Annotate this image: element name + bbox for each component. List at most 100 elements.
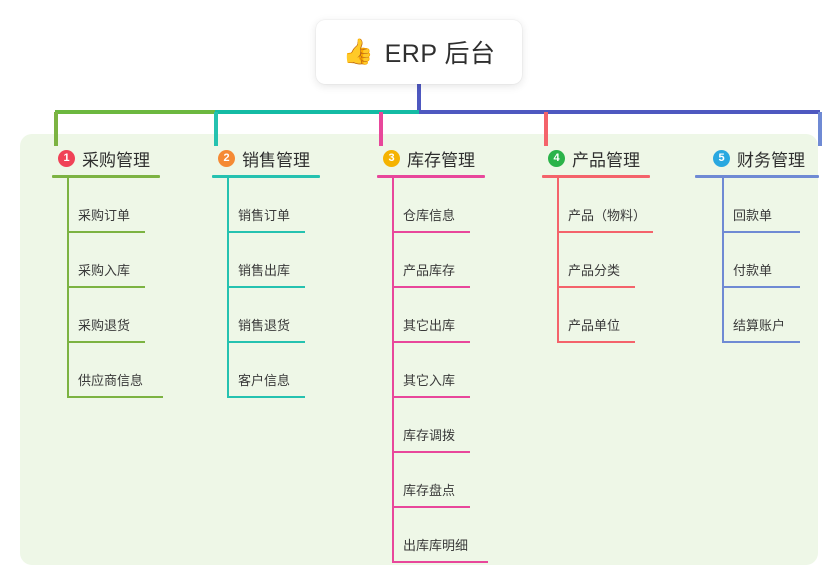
tree-node[interactable]: 库存调拨 (365, 398, 515, 453)
tree-node[interactable]: 产品（物料） (530, 178, 680, 233)
column-spine (67, 178, 69, 398)
branch-drop-5 (818, 112, 822, 146)
tree-node[interactable]: 结算账户 (695, 288, 835, 343)
column-underline (542, 175, 650, 178)
tree-node-label: 产品单位 (568, 318, 621, 333)
tree-node-label: 供应商信息 (78, 373, 144, 388)
column-items: 采购订单采购入库采购退货供应商信息 (40, 178, 190, 398)
page-title: ERP 后台 (384, 40, 496, 68)
tree-node-underline (392, 506, 470, 508)
tree-node-underline (67, 396, 163, 398)
tree-node-underline (67, 231, 145, 233)
tree-node[interactable]: 仓库信息 (365, 178, 515, 233)
tree-node-label: 回款单 (733, 208, 773, 223)
tree-node-label: 库存调拨 (403, 428, 456, 443)
column-title: 财务管理 (737, 150, 805, 170)
tree-node-underline (67, 341, 145, 343)
column-number-badge: 2 (218, 149, 235, 167)
diagram-panel (20, 134, 818, 565)
branch-drop-1 (54, 112, 58, 146)
column-spine (392, 178, 394, 563)
tree-node[interactable]: 销售出库 (200, 233, 350, 288)
tree-node-label: 出库库明细 (403, 538, 469, 553)
tree-node-underline (392, 561, 488, 563)
tree-node-label: 产品（物料） (568, 208, 647, 223)
tree-node-label: 产品分类 (568, 263, 621, 278)
trunk-bar-left (55, 110, 215, 114)
column-5: 5 财务管理回款单付款单结算账户 (695, 146, 835, 343)
tree-node-underline (227, 396, 305, 398)
tree-node[interactable]: 客户信息 (200, 343, 350, 398)
root-title-card: 👍 ERP 后台 (316, 20, 522, 84)
branch-drop-3 (379, 112, 383, 146)
tree-node-label: 付款单 (733, 263, 773, 278)
tree-node[interactable]: 销售订单 (200, 178, 350, 233)
tree-node-underline (392, 396, 470, 398)
branch-drop-4 (544, 112, 548, 146)
tree-node[interactable]: 出库库明细 (365, 508, 515, 563)
tree-node-label: 其它入库 (403, 373, 456, 388)
tree-node-underline (557, 286, 635, 288)
tree-node-underline (392, 231, 470, 233)
tree-node[interactable]: 采购入库 (40, 233, 190, 288)
tree-node[interactable]: 回款单 (695, 178, 835, 233)
tree-node[interactable]: 其它出库 (365, 288, 515, 343)
thumbs-up-icon: 👍 (342, 37, 374, 66)
column-title: 产品管理 (572, 150, 640, 170)
tree-node[interactable]: 产品分类 (530, 233, 680, 288)
column-header-1[interactable]: 1 采购管理 (40, 146, 190, 170)
root-stem-connector (417, 82, 421, 111)
tree-node-label: 销售出库 (238, 263, 291, 278)
tree-node-label: 仓库信息 (403, 208, 456, 223)
tree-node-underline (227, 341, 305, 343)
column-items: 回款单付款单结算账户 (695, 178, 835, 343)
tree-node-label: 采购入库 (78, 263, 131, 278)
tree-node-label: 采购订单 (78, 208, 131, 223)
column-title: 采购管理 (82, 150, 150, 170)
column-header-4[interactable]: 4 产品管理 (530, 146, 680, 170)
column-spine (227, 178, 229, 398)
column-number-badge: 4 (548, 149, 565, 167)
tree-node[interactable]: 付款单 (695, 233, 835, 288)
tree-node-label: 库存盘点 (403, 483, 456, 498)
tree-node-label: 采购退货 (78, 318, 131, 333)
tree-node[interactable]: 采购订单 (40, 178, 190, 233)
column-number-badge: 3 (383, 149, 400, 167)
tree-node-underline (557, 341, 635, 343)
column-underline (212, 175, 320, 178)
tree-node-underline (722, 286, 800, 288)
branch-drop-2 (214, 112, 218, 146)
tree-node[interactable]: 产品单位 (530, 288, 680, 343)
tree-node-underline (392, 451, 470, 453)
tree-node-underline (392, 286, 470, 288)
tree-node[interactable]: 采购退货 (40, 288, 190, 343)
column-underline (377, 175, 485, 178)
tree-node[interactable]: 库存盘点 (365, 453, 515, 508)
column-underline (52, 175, 160, 178)
column-number-badge: 5 (713, 149, 730, 167)
tree-node-underline (722, 231, 800, 233)
tree-node-underline (67, 286, 145, 288)
tree-node[interactable]: 其它入库 (365, 343, 515, 398)
tree-node-label: 客户信息 (238, 373, 291, 388)
tree-node[interactable]: 产品库存 (365, 233, 515, 288)
tree-node[interactable]: 销售退货 (200, 288, 350, 343)
column-spine (722, 178, 724, 343)
column-items: 产品（物料） 产品分类产品单位 (530, 178, 680, 343)
tree-node-label: 其它出库 (403, 318, 456, 333)
tree-node-label: 销售退货 (238, 318, 291, 333)
tree-node-underline (557, 231, 653, 233)
tree-node-label: 结算账户 (733, 318, 786, 333)
column-spine (557, 178, 559, 343)
tree-node-label: 销售订单 (238, 208, 291, 223)
column-1: 1 采购管理采购订单采购入库采购退货供应商信息 (40, 146, 190, 398)
column-number-badge: 1 (58, 149, 75, 167)
tree-node-label: 产品库存 (403, 263, 456, 278)
column-header-5[interactable]: 5 财务管理 (695, 146, 835, 170)
tree-node-underline (227, 286, 305, 288)
tree-node[interactable]: 供应商信息 (40, 343, 190, 398)
